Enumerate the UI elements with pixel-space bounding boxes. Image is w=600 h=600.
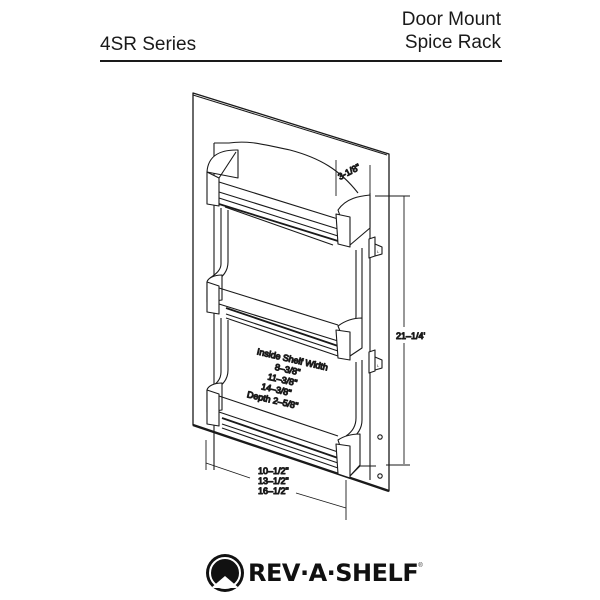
shelf-bottom: [206, 382, 376, 479]
series-label: 4SR Series: [100, 34, 197, 55]
shelf-top: [206, 149, 371, 248]
svg-text:L: L: [377, 363, 380, 368]
overall-width-1: 10–1/2": [258, 466, 289, 476]
inside-shelf-note: Inside Shelf Width 8–3/8" 11–3/8" 14–3/8…: [246, 346, 330, 411]
logo-mountain-icon: [206, 554, 244, 592]
title-line-2: Spice Rack: [404, 32, 501, 53]
dimension-height: [375, 195, 410, 466]
depth-top-label: 3-1/8": [336, 162, 362, 182]
shelf-middle: [206, 274, 363, 361]
title-line-1: Door Mount: [401, 9, 501, 30]
dimension-depth-top: [335, 160, 371, 196]
screw-holes: [377, 434, 383, 479]
side-frame-left: [209, 208, 229, 283]
mounting-bracket-lower: L: [368, 349, 383, 374]
dimension-width: [205, 440, 347, 520]
height-label: 21–1/4': [396, 331, 426, 341]
overall-width-2: 13–1/2": [258, 476, 289, 486]
mounting-bracket-upper: L: [368, 236, 383, 259]
brand-logo: REV·A·SHELF ®: [206, 554, 423, 592]
side-frame-lower: [209, 318, 363, 441]
door-panel: [192, 92, 390, 493]
product-title: Door Mount Spice Rack: [402, 8, 501, 54]
overall-width-3: 16–1/2": [258, 486, 289, 496]
registered-mark: ®: [418, 563, 423, 569]
svg-text:L: L: [377, 249, 380, 254]
header-divider: [100, 60, 502, 62]
brand-name: REV·A·SHELF: [248, 559, 419, 587]
